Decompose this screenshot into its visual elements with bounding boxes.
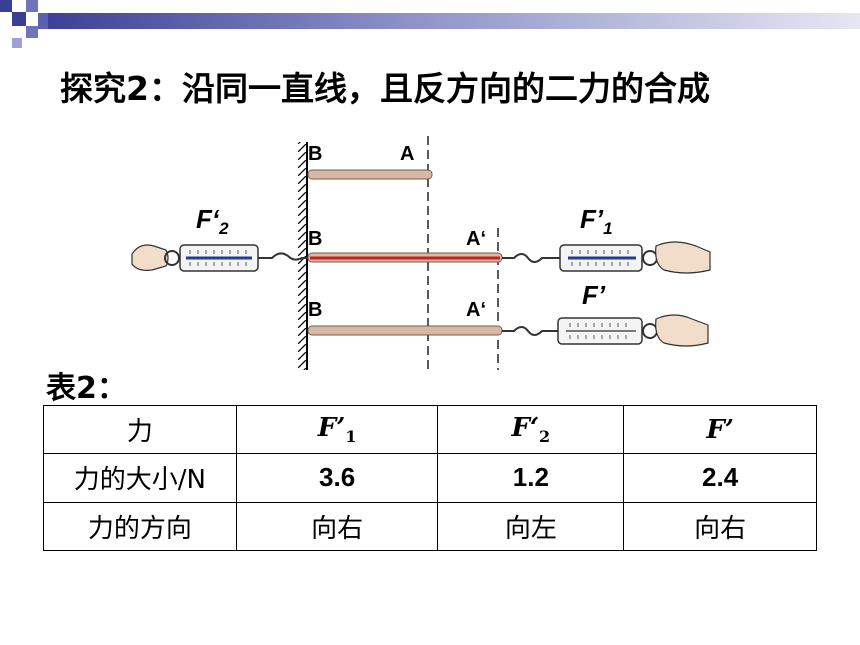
cell-direction-f-prime: 向右: [623, 501, 817, 552]
force-table: 力 F’1 F‘2 F’ 力的大小/N 3.6 1.2 2.4 力的方向 向右 …: [43, 404, 817, 552]
point-label-a-prime-2: A‘: [466, 299, 486, 321]
spring-scale-right-upper: [502, 241, 711, 274]
decor-square: [38, 13, 48, 29]
cell-magnitude-f2-prime: 1.2: [437, 453, 625, 503]
point-label-a: A: [400, 143, 414, 165]
header-cell-f2-prime: F‘2: [437, 404, 625, 455]
point-label-b1: B: [308, 143, 322, 165]
rubber-band-relaxed: [307, 169, 433, 180]
cell-direction-f2-prime: 向左: [437, 501, 625, 552]
force-label-f1-prime: F’1: [580, 204, 613, 238]
force-label-f2-prime: F‘2: [196, 204, 229, 238]
cell-direction-f1-prime: 向右: [235, 501, 439, 552]
rubber-band-single: [307, 325, 503, 336]
spring-scale-left: [131, 244, 308, 272]
header-cell-label: 力: [43, 404, 237, 455]
header-cell-f1-prime: F’1: [235, 404, 439, 455]
row-label-direction: 力的方向: [43, 501, 237, 552]
point-label-a-prime-1: A‘: [466, 228, 486, 250]
table-row-direction: 力的方向 向右 向左 向右: [43, 501, 817, 552]
decor-square: [26, 0, 38, 12]
decor-square: [12, 12, 26, 26]
decor-square: [12, 38, 22, 48]
spring-scale-right-lower: [502, 314, 709, 347]
header-cell-f-prime: F’: [623, 404, 817, 455]
point-label-b2: B: [308, 228, 322, 250]
decor-square: [0, 0, 12, 12]
row-label-magnitude: 力的大小/N: [43, 453, 237, 503]
header-gradient-bar: [40, 13, 860, 29]
experiment-figure: B A B A‘ B A‘ F‘2 F’1 F’: [130, 128, 712, 375]
experiment-diagram: B A B A‘ B A‘ F‘2 F’1 F’: [131, 136, 711, 370]
table-caption: 表2：: [46, 371, 127, 406]
cell-magnitude-f-prime: 2.4: [623, 453, 817, 503]
force-label-f-prime: F’: [582, 280, 606, 310]
cell-magnitude-f1-prime: 3.6: [235, 453, 439, 503]
slide-title: 探究2：沿同一直线，且反方向的二力的合成: [60, 69, 710, 108]
point-label-b3: B: [308, 299, 322, 321]
table-row-magnitude: 力的大小/N 3.6 1.2 2.4: [43, 453, 817, 503]
table-header-row: 力 F’1 F‘2 F’: [43, 404, 817, 455]
wall: [298, 142, 308, 370]
decor-square: [26, 26, 38, 38]
